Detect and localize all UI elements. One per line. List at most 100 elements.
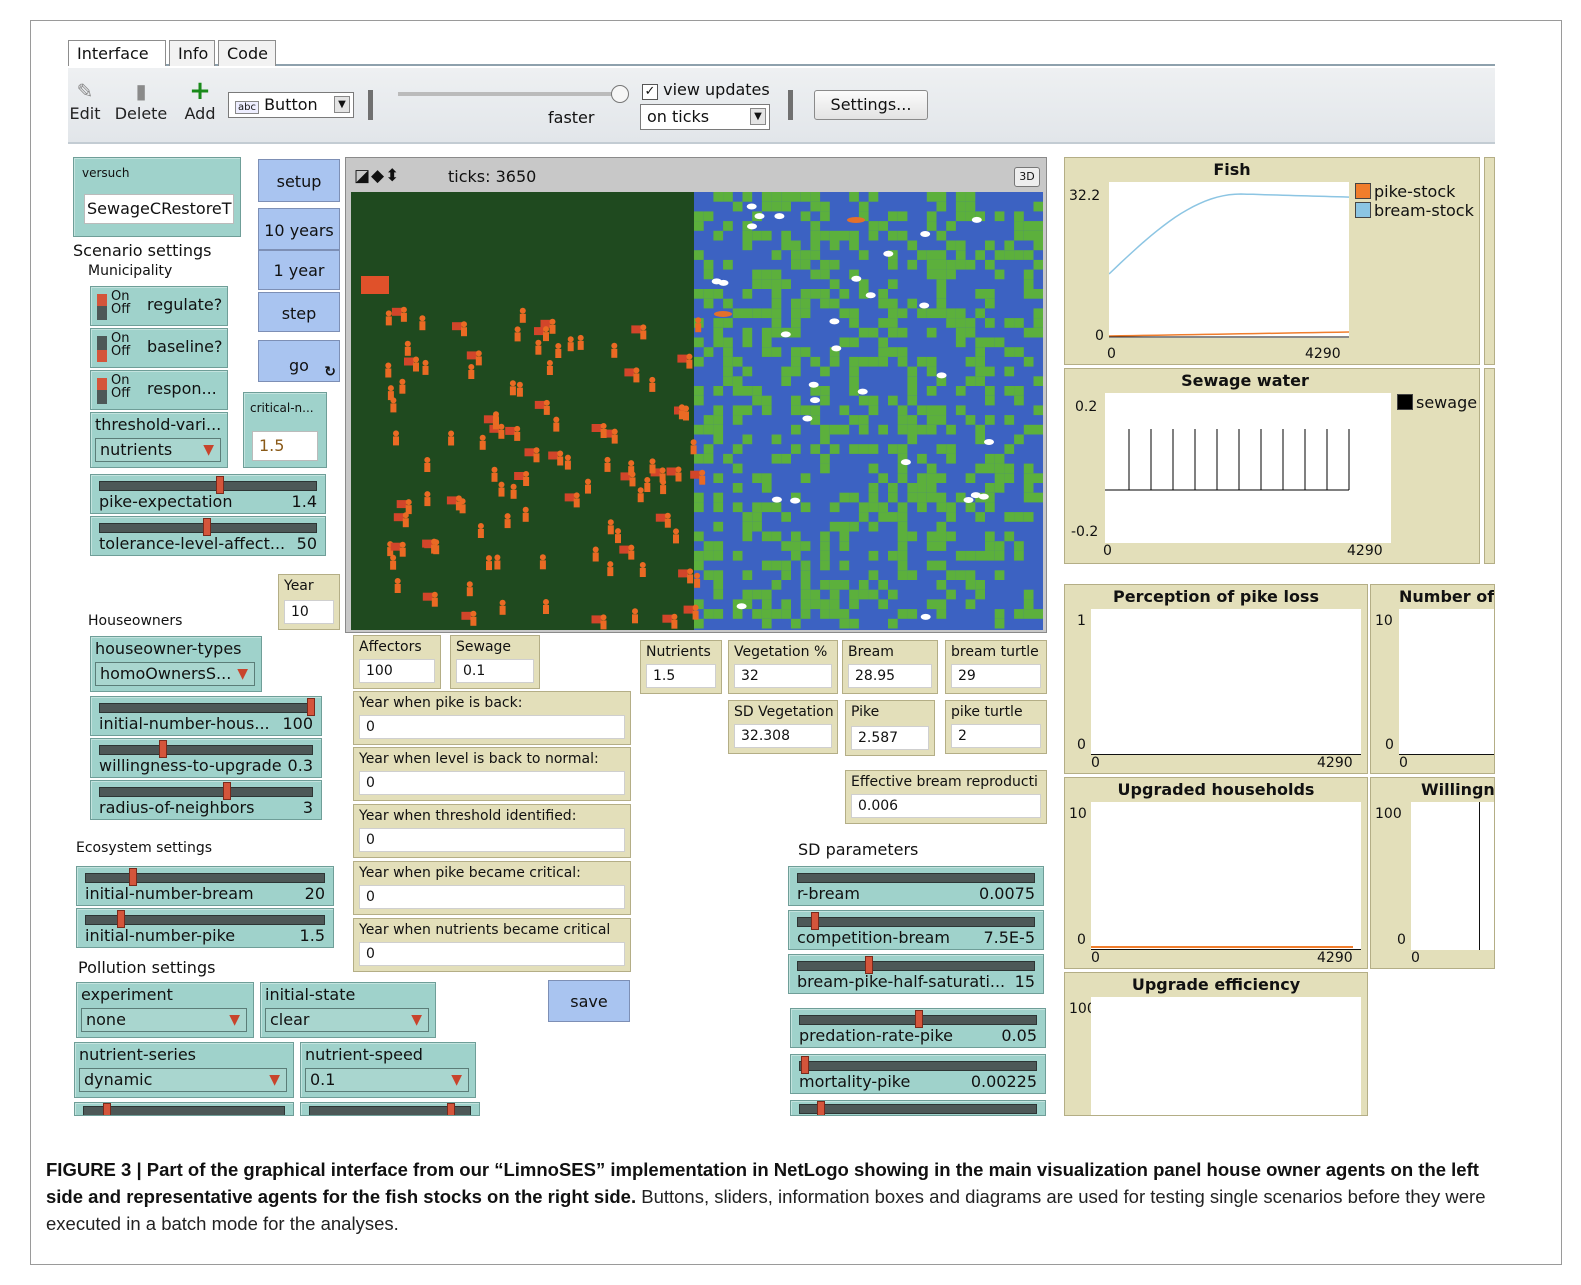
upgraded-line	[1091, 946, 1353, 948]
tolerance-level-slider[interactable]: tolerance-level-affect... 50	[90, 516, 326, 556]
monitor-value: 0	[359, 715, 625, 739]
experiment-box[interactable]: none▼	[81, 1008, 247, 1032]
pike-expectation-slider[interactable]: pike-expectation 1.4	[90, 474, 326, 514]
slider-track	[797, 873, 1035, 883]
switch-knob	[97, 294, 107, 306]
r-bream-slider[interactable]: r-bream 0.0075	[788, 866, 1044, 906]
slider-thumb[interactable]	[216, 476, 224, 494]
versuch-input-widget: versuch SewageCRestoreT	[73, 157, 241, 237]
slider-track	[83, 1106, 285, 1115]
slider-thumb[interactable]	[915, 1010, 923, 1028]
view-updates-checkbox[interactable]: ✓ view updates	[642, 80, 770, 100]
cutoff-slider-left[interactable]	[74, 1102, 294, 1116]
monitor-label: Bream	[848, 644, 894, 660]
go-button[interactable]: go ↻	[258, 340, 340, 382]
predation-rate-pike-slider[interactable]: predation-rate-pike 0.05	[790, 1008, 1046, 1048]
initial-number-bream-slider[interactable]: initial-number-bream 20	[76, 866, 334, 906]
edit-button[interactable]: ✎ Edit	[68, 78, 102, 123]
slider-thumb[interactable]	[117, 910, 125, 928]
threshold-value-box[interactable]: nutrients▼	[95, 438, 221, 462]
versuch-input[interactable]: SewageCRestoreT	[84, 194, 234, 224]
slider-thumb[interactable]	[307, 698, 315, 716]
trash-icon: ▮	[135, 79, 147, 103]
experiment-label: experiment	[81, 985, 173, 1004]
radius-slider[interactable]: radius-of-neighbors 3	[90, 780, 322, 820]
slider-track	[799, 1061, 1037, 1071]
off-label: Off	[111, 344, 131, 359]
slider-thumb[interactable]	[865, 956, 873, 974]
widget-type-select[interactable]: abc Button ▼	[228, 92, 354, 118]
experiment-chooser[interactable]: experiment none▼	[76, 982, 254, 1038]
world-canvas[interactable]	[351, 192, 1043, 630]
button-widget-icon: abc	[235, 101, 259, 114]
slider-thumb[interactable]	[159, 740, 167, 758]
willingness-plot: Willingn 100 0 0	[1370, 777, 1495, 969]
tab-interface[interactable]: Interface	[68, 40, 166, 66]
slider-track	[99, 703, 313, 713]
save-button[interactable]: save	[548, 980, 630, 1022]
initial-number-pike-slider[interactable]: initial-number-pike 1.5	[76, 908, 334, 948]
cutoff-slider-right[interactable]	[300, 1102, 480, 1116]
slider-thumb[interactable]	[811, 912, 819, 930]
add-button[interactable]: + Add	[180, 78, 220, 123]
initial-number-hous-slider[interactable]: initial-number-hous... 100	[90, 696, 322, 736]
triangle-down-icon: ▼	[411, 1012, 422, 1028]
cutoff-slider-sd[interactable]	[790, 1100, 1046, 1116]
plot-area	[1091, 609, 1361, 755]
pike-stock-line	[1108, 331, 1350, 337]
nutrient-speed-chooser[interactable]: nutrient-speed 0.1▼	[300, 1042, 476, 1098]
year-label: Year	[284, 578, 314, 594]
ten-years-button[interactable]: 10 years	[258, 208, 340, 250]
pencil-icon: ✎	[76, 79, 94, 103]
slider-track	[85, 915, 325, 925]
monitor-label: Year when threshold identified:	[359, 808, 577, 824]
slider-thumb[interactable]	[801, 1056, 809, 1074]
nutrient-series-label: nutrient-series	[79, 1045, 196, 1064]
bream-pike-half-saturation-slider[interactable]: bream-pike-half-saturati... 15	[788, 954, 1044, 994]
setup-button[interactable]: setup	[258, 159, 340, 202]
competition-bream-slider[interactable]: competition-bream 7.5E-5	[788, 910, 1044, 950]
slider-value: 7.5E-5	[983, 928, 1035, 947]
speed-slider-track[interactable]	[398, 92, 628, 96]
mortality-pike-slider[interactable]: mortality-pike 0.00225	[790, 1054, 1046, 1094]
slider-thumb[interactable]	[203, 518, 211, 536]
slider-thumb[interactable]	[103, 1103, 111, 1115]
threshold-chooser[interactable]: threshold-vari... nutrients▼	[90, 412, 228, 468]
caption-bold: FIGURE 3 | Part of the graphical interfa…	[46, 1159, 1479, 1207]
slider-thumb[interactable]	[129, 868, 137, 886]
slider-value: 0.3	[287, 756, 313, 775]
off-label: Off	[111, 302, 131, 317]
three-d-button[interactable]: 3D	[1014, 167, 1040, 187]
initial-state-box[interactable]: clear▼	[265, 1008, 429, 1032]
one-year-button[interactable]: 1 year	[258, 250, 340, 290]
view-control-icons[interactable]: ◪◆⬍	[354, 166, 401, 186]
delete-button[interactable]: ▮ Delete	[112, 78, 170, 123]
nutrient-speed-box[interactable]: 0.1▼	[305, 1068, 469, 1092]
initial-state-chooser[interactable]: initial-state clear▼	[260, 982, 436, 1038]
nutrient-series-box[interactable]: dynamic▼	[79, 1068, 287, 1092]
tab-info[interactable]: Info	[169, 40, 215, 66]
switch-name: baseline?	[147, 337, 223, 356]
willingness-slider[interactable]: willingness-to-upgrade 0.3	[90, 738, 322, 778]
step-button[interactable]: step	[258, 292, 340, 332]
view-updates-label: view updates	[663, 80, 770, 99]
houseowner-types-chooser[interactable]: houseowner-types homoOwnersS...▼	[90, 636, 262, 692]
critical-input[interactable]: 1.5	[252, 431, 318, 461]
world-view[interactable]: ◪◆⬍ ticks: 3650 3D	[345, 157, 1047, 633]
slider-thumb[interactable]	[447, 1103, 455, 1115]
slider-thumb[interactable]	[817, 1101, 825, 1115]
slider-thumb[interactable]	[223, 782, 231, 800]
sewage-plot: Sewage water 0.2 -0.2 0 4290 sewage	[1064, 368, 1480, 564]
houseowner-types-box[interactable]: homoOwnersS...▼	[95, 662, 255, 686]
nutrient-series-chooser[interactable]: nutrient-series dynamic▼	[74, 1042, 294, 1098]
slider-track	[797, 961, 1035, 971]
settings-button[interactable]: Settings...	[814, 90, 928, 120]
tab-code[interactable]: Code	[218, 40, 276, 66]
update-mode-select[interactable]: on ticks ▼	[640, 104, 770, 130]
speed-slider-knob[interactable]	[611, 85, 629, 103]
